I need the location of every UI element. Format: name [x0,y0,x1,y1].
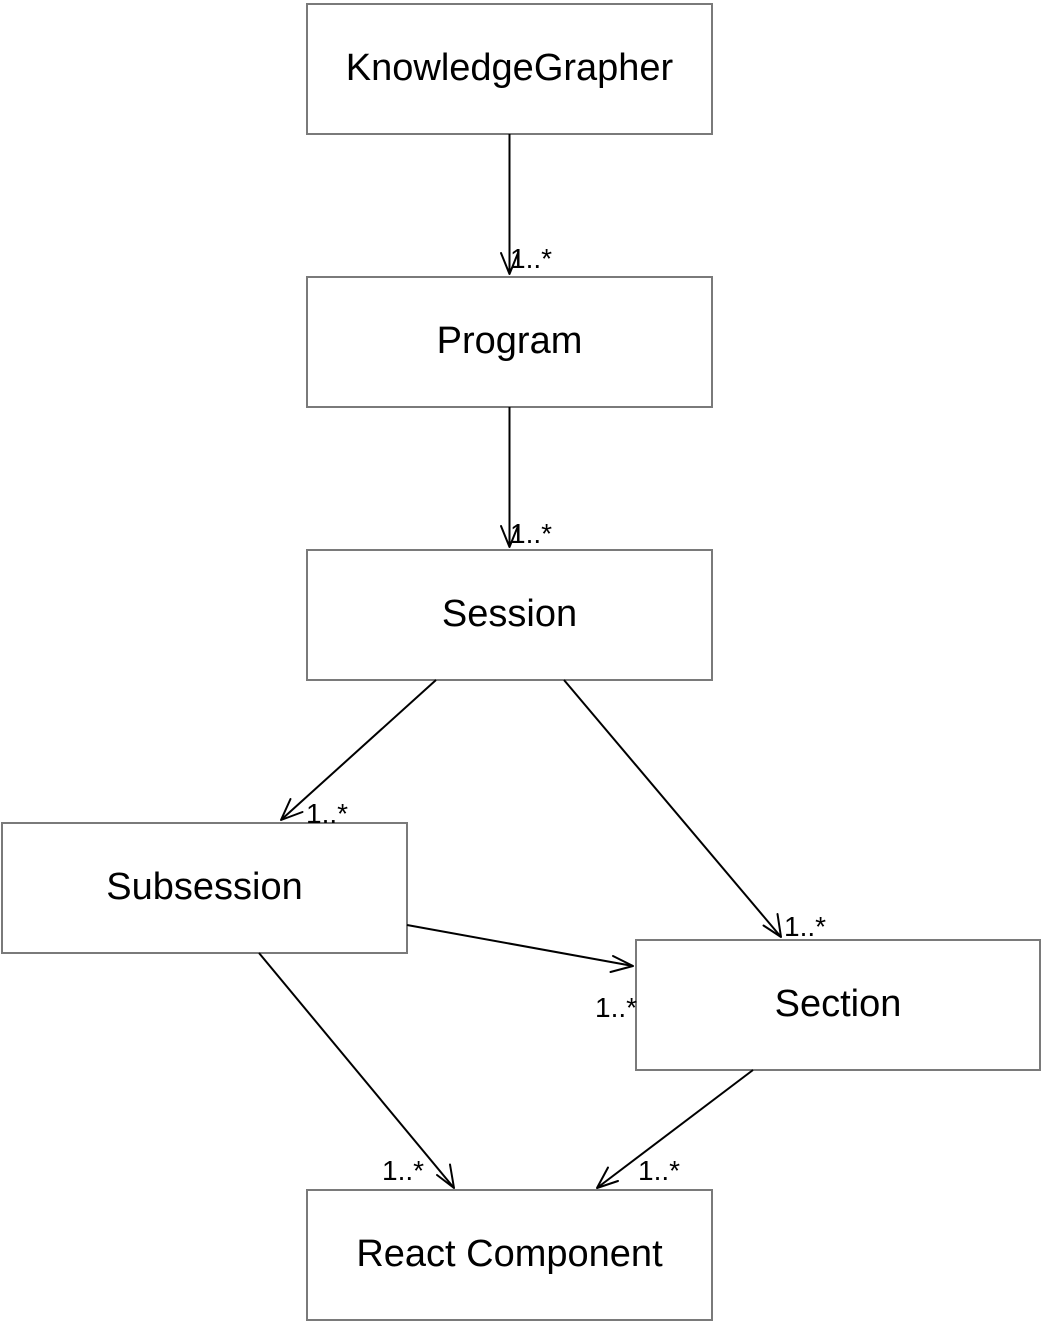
node-label: React Component [356,1233,663,1275]
multiplicity-label: 1..* [510,518,552,549]
multiplicity-label: 1..* [784,911,826,942]
edge-program-session: 1..* [500,407,552,549]
arrow-head-icon [500,252,519,275]
edge-session-section: 1..* [563,679,826,942]
edge-session-subsession: 1..* [280,679,437,829]
node-label: Subsession [106,866,302,908]
node-knowledgegrapher[interactable]: KnowledgeGrapher [306,3,713,135]
multiplicity-label: 1..* [510,243,552,274]
arrow-head-icon [280,798,304,821]
node-session[interactable]: Session [306,549,713,681]
edge-subsession-section: 1..* [406,924,637,1023]
arrow-head-icon [436,1163,455,1189]
edge-knowledgegrapher-program: 1..* [500,134,552,275]
node-label: Session [442,593,577,635]
edge-section-react-component: 1..* [596,1069,754,1189]
multiplicity-label: 1..* [306,798,348,829]
node-react-component[interactable]: React Component [306,1189,713,1321]
arrow-head-icon [500,525,519,548]
multiplicity-label: 1..* [638,1155,680,1186]
multiplicity-label: 1..* [595,992,637,1023]
node-label: KnowledgeGrapher [346,47,674,89]
arrow-head-icon [609,955,634,973]
node-subsession[interactable]: Subsession [1,822,408,954]
node-label: Section [775,983,902,1025]
node-label: Program [437,320,583,362]
node-program[interactable]: Program [306,276,713,408]
arrow-head-icon [762,913,782,938]
arrow-head-icon [596,1166,619,1189]
node-section[interactable]: Section [635,939,1041,1071]
multiplicity-label: 1..* [382,1155,424,1186]
edge-subsession-react-component: 1..* [258,952,455,1189]
